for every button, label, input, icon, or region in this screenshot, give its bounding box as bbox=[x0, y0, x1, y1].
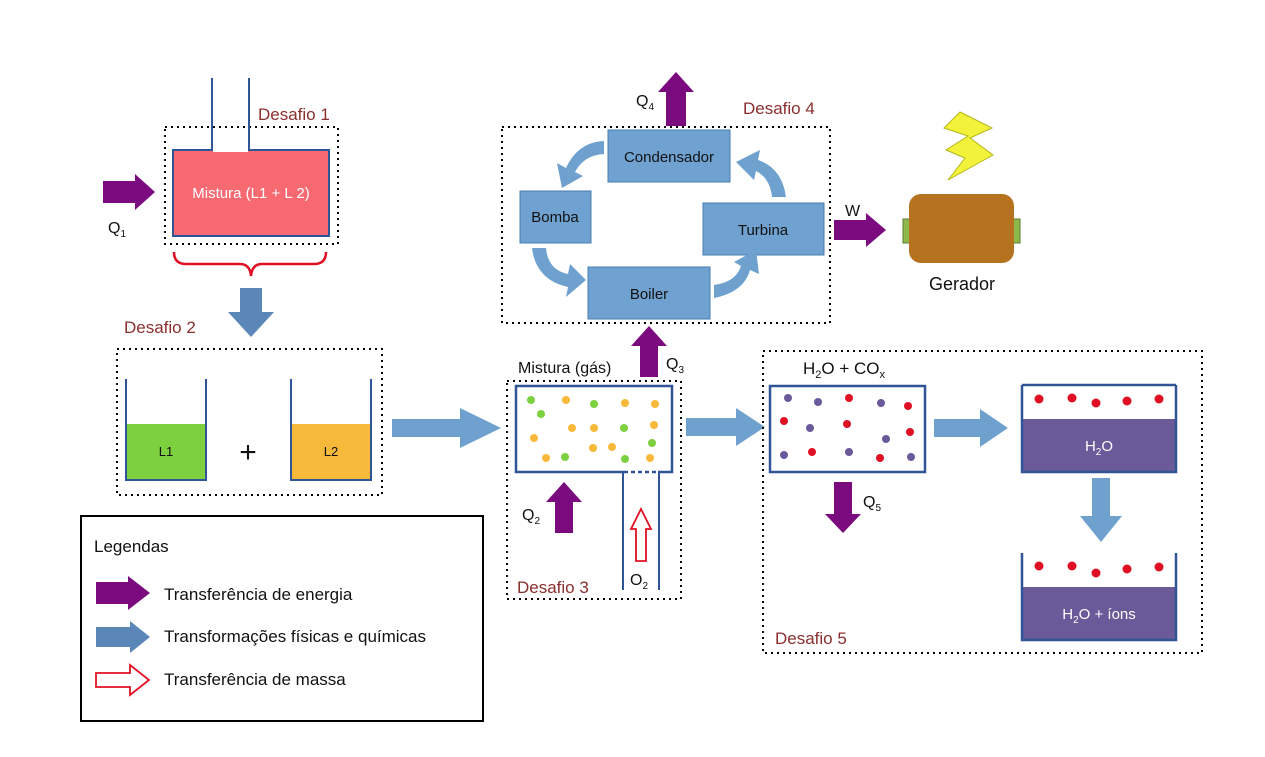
gerador-label: Gerador bbox=[929, 274, 995, 294]
water-droplets bbox=[1034, 393, 1164, 408]
desafio4-frame bbox=[501, 126, 831, 324]
gas-mixture-title: Mistura (gás) bbox=[518, 360, 611, 377]
l2-beaker bbox=[290, 379, 372, 481]
q1-label: Q1 bbox=[108, 220, 126, 240]
o2-mass-arrow bbox=[629, 506, 653, 562]
desafio3-frame bbox=[506, 380, 682, 600]
water-liquid bbox=[1022, 419, 1176, 472]
q5-energy-arrow bbox=[825, 482, 861, 533]
cycle-arrow-turbina-condensador bbox=[736, 150, 786, 197]
legend-energy-arrow-icon bbox=[96, 576, 150, 610]
l2-label: L2 bbox=[324, 444, 338, 459]
l2-liquid bbox=[291, 424, 371, 480]
q3-label: Q3 bbox=[666, 356, 684, 376]
mixture-tank bbox=[172, 149, 330, 237]
turbina-label: Turbina bbox=[738, 222, 789, 239]
ions-label: H2O + íons bbox=[1062, 606, 1136, 626]
combustion-gas-title: H2O + COx bbox=[803, 359, 886, 381]
l1-label: L1 bbox=[159, 444, 173, 459]
q1-energy-arrow bbox=[103, 174, 155, 210]
boiler-box bbox=[587, 266, 711, 320]
o2-label: O2 bbox=[630, 572, 648, 592]
boiler-label: Boiler bbox=[630, 286, 668, 303]
q2-label: Q2 bbox=[522, 507, 540, 527]
q4-energy-arrow bbox=[658, 72, 694, 126]
condensador-box bbox=[607, 129, 731, 183]
condensador-label: Condensador bbox=[624, 149, 714, 166]
cycle-arrow-boiler-turbina bbox=[714, 250, 759, 298]
desafio2-label: Desafio 2 bbox=[124, 318, 196, 337]
q3-energy-arrow bbox=[631, 326, 667, 377]
q4-label: Q4 bbox=[636, 93, 654, 113]
desafio5-frame bbox=[762, 350, 1203, 654]
ions-droplets bbox=[1034, 561, 1164, 578]
q5-label: Q5 bbox=[863, 494, 881, 514]
curly-brace bbox=[172, 251, 328, 277]
w-label: W bbox=[845, 203, 861, 220]
legend-title: Legendas bbox=[94, 537, 169, 556]
plus-sign: + bbox=[239, 436, 257, 469]
bomba-box bbox=[519, 190, 592, 244]
ions-liquid bbox=[1022, 587, 1176, 640]
water-container bbox=[1020, 385, 1178, 474]
turbina-box bbox=[702, 202, 825, 256]
cycle-arrow-bomba-boiler bbox=[532, 248, 586, 297]
arrow-d3-d5 bbox=[686, 408, 765, 446]
mixture-tank-label: Mistura (L1 + L 2) bbox=[192, 185, 309, 202]
legend-physchem-arrow-icon bbox=[96, 621, 150, 653]
legend-energy-label: Transferência de energia bbox=[164, 585, 353, 604]
desafio3-label: Desafio 3 bbox=[517, 578, 589, 597]
cycle-arrow-condensador-bomba bbox=[557, 141, 604, 188]
legend-box: Legendas Transferência de energia Transf… bbox=[80, 515, 484, 722]
generator-body bbox=[909, 194, 1014, 263]
desafio2-frame bbox=[116, 348, 383, 496]
q2-energy-arrow bbox=[546, 482, 582, 533]
tank-pipe-opening bbox=[213, 148, 248, 152]
desafio4-label: Desafio 4 bbox=[743, 99, 815, 118]
l1-liquid bbox=[126, 424, 206, 480]
down-arrow-d1-d2 bbox=[228, 288, 274, 337]
legend-mass-label: Transferência de massa bbox=[164, 670, 346, 689]
bomba-label: Bomba bbox=[531, 209, 579, 226]
combustion-particles bbox=[780, 394, 915, 462]
gas-particles bbox=[527, 396, 659, 463]
legend-mass-arrow-icon bbox=[95, 663, 151, 697]
arrow-d2-d3 bbox=[392, 408, 501, 448]
arrow-gas-to-water bbox=[934, 409, 1008, 447]
desafio1-label: Desafio 1 bbox=[258, 105, 330, 124]
arrow-water-to-ions bbox=[1080, 478, 1122, 542]
legend-physchem-label: Transformações físicas e químicas bbox=[164, 627, 427, 646]
water-label: H2O bbox=[1085, 438, 1113, 458]
desafio5-label: Desafio 5 bbox=[775, 629, 847, 648]
w-energy-arrow bbox=[834, 213, 886, 247]
l1-beaker bbox=[125, 379, 207, 481]
lightning-icon bbox=[943, 111, 994, 181]
ions-container bbox=[1020, 553, 1178, 642]
